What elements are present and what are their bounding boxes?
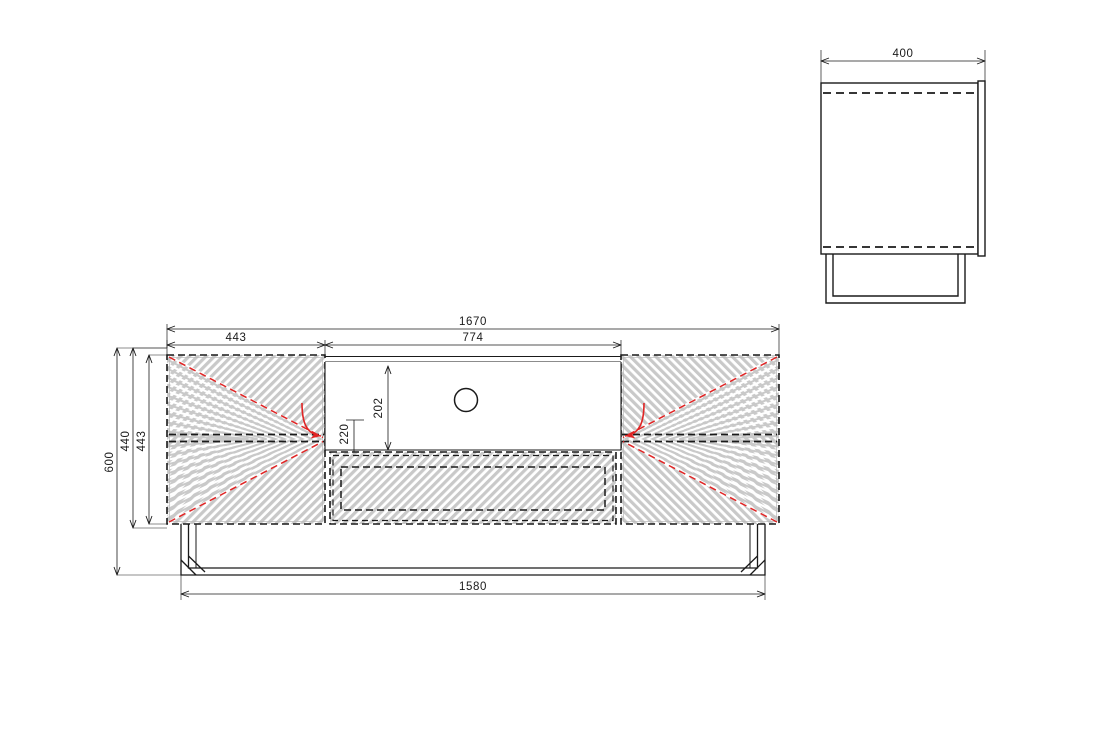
dim-443-height-label: 443 [136,431,148,452]
right-door-swing-arrow [624,402,645,439]
dim-440-label: 440 [120,431,132,452]
cable-management-hole[interactable] [453,387,479,413]
right-door-internal-shelf [622,433,777,443]
dim-774-label: 774 [463,332,484,344]
drawer-handle-recess [340,466,606,511]
door-edge-profile [977,80,986,257]
metal-base-frame [180,524,766,576]
left-door-panel[interactable] [166,354,326,525]
side-base-frame [825,254,966,304]
side-carcass-outline[interactable] [820,80,986,257]
dim-1580-label: 1580 [459,581,487,593]
dimension-door-height: 443 [136,355,167,524]
dimension-depth: 400 [821,48,985,83]
dim-202-label: 202 [373,398,385,419]
left-door-swing-lines [168,356,324,523]
dim-443-width-label: 443 [226,332,247,344]
right-door-panel[interactable] [620,354,780,525]
dimension-overall-height: 600 [104,348,181,575]
dimension-center-width: 774 [325,332,621,355]
right-door-outline [620,354,780,525]
left-door-swing-arrow [301,402,322,439]
right-door-chevron-pattern [621,355,779,524]
dim-220-label: 220 [339,424,351,445]
center-section [324,355,622,525]
dimension-drawer-height: 220 [339,419,364,452]
dimension-base-width: 1580 [181,575,765,600]
front-elevation-view: 1670 443 774 600 440 [104,316,780,600]
right-door-swing-lines [622,356,778,523]
dimension-overall-width: 1670 [167,316,779,355]
dimension-shelf-opening-height: 202 [373,366,388,450]
left-door-internal-shelf [169,433,324,443]
dimension-carcass-height: 440 [120,348,167,528]
dim-400-label: 400 [893,48,914,60]
side-elevation-view: 400 [820,48,986,304]
dim-600-label: 600 [104,452,116,473]
dim-1670-label: 1670 [459,316,487,328]
drawer-front[interactable] [329,451,617,525]
